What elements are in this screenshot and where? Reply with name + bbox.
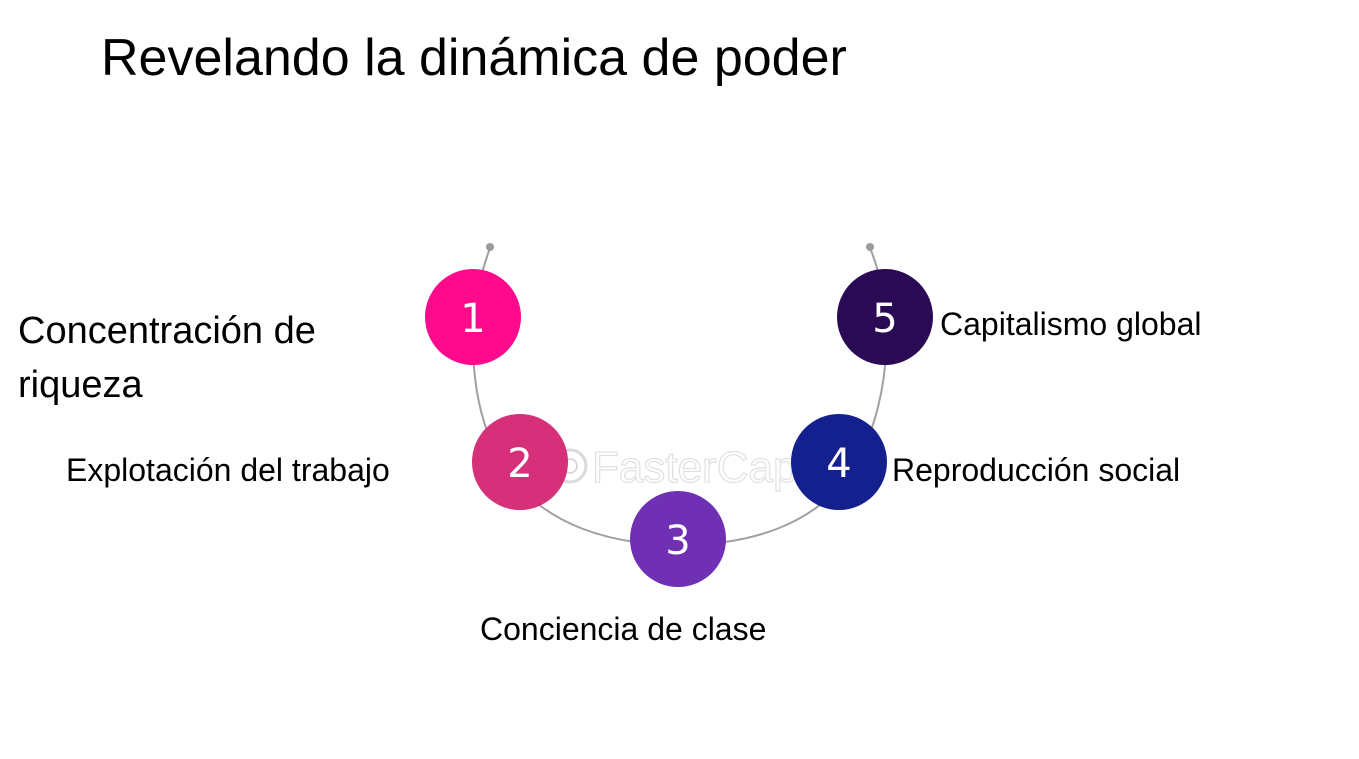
- step-circle-2: [472, 414, 568, 510]
- step-number-1: 1: [460, 296, 485, 342]
- arc-end-dot-left: [486, 243, 494, 251]
- step-number-5: 5: [872, 296, 897, 342]
- step-label-3: Conciencia de clase: [480, 611, 767, 647]
- step-circle-5: [837, 269, 933, 365]
- arc-end-dot-right: [866, 243, 874, 251]
- page-title: Revelando la dinámica de poder: [101, 29, 847, 87]
- step-node-2: 2: [472, 414, 568, 510]
- step-circle-4: [791, 414, 887, 510]
- step-label-1: Concentración de riqueza: [18, 310, 316, 406]
- step-circle-3: [630, 491, 726, 587]
- step-label-5: Capitalismo global: [940, 306, 1202, 342]
- step-circle-1: [425, 269, 521, 365]
- step-node-4: 4: [791, 414, 887, 510]
- step-node-1: 1: [425, 269, 521, 365]
- step-label-4: Reproducción social: [892, 452, 1181, 488]
- step-number-4: 4: [826, 441, 851, 487]
- step-number-3: 3: [665, 518, 690, 564]
- step-number-2: 2: [507, 441, 532, 487]
- step-node-5: 5: [837, 269, 933, 365]
- step-node-3: 3: [630, 491, 726, 587]
- step-label-2: Explotación del trabajo: [66, 452, 390, 488]
